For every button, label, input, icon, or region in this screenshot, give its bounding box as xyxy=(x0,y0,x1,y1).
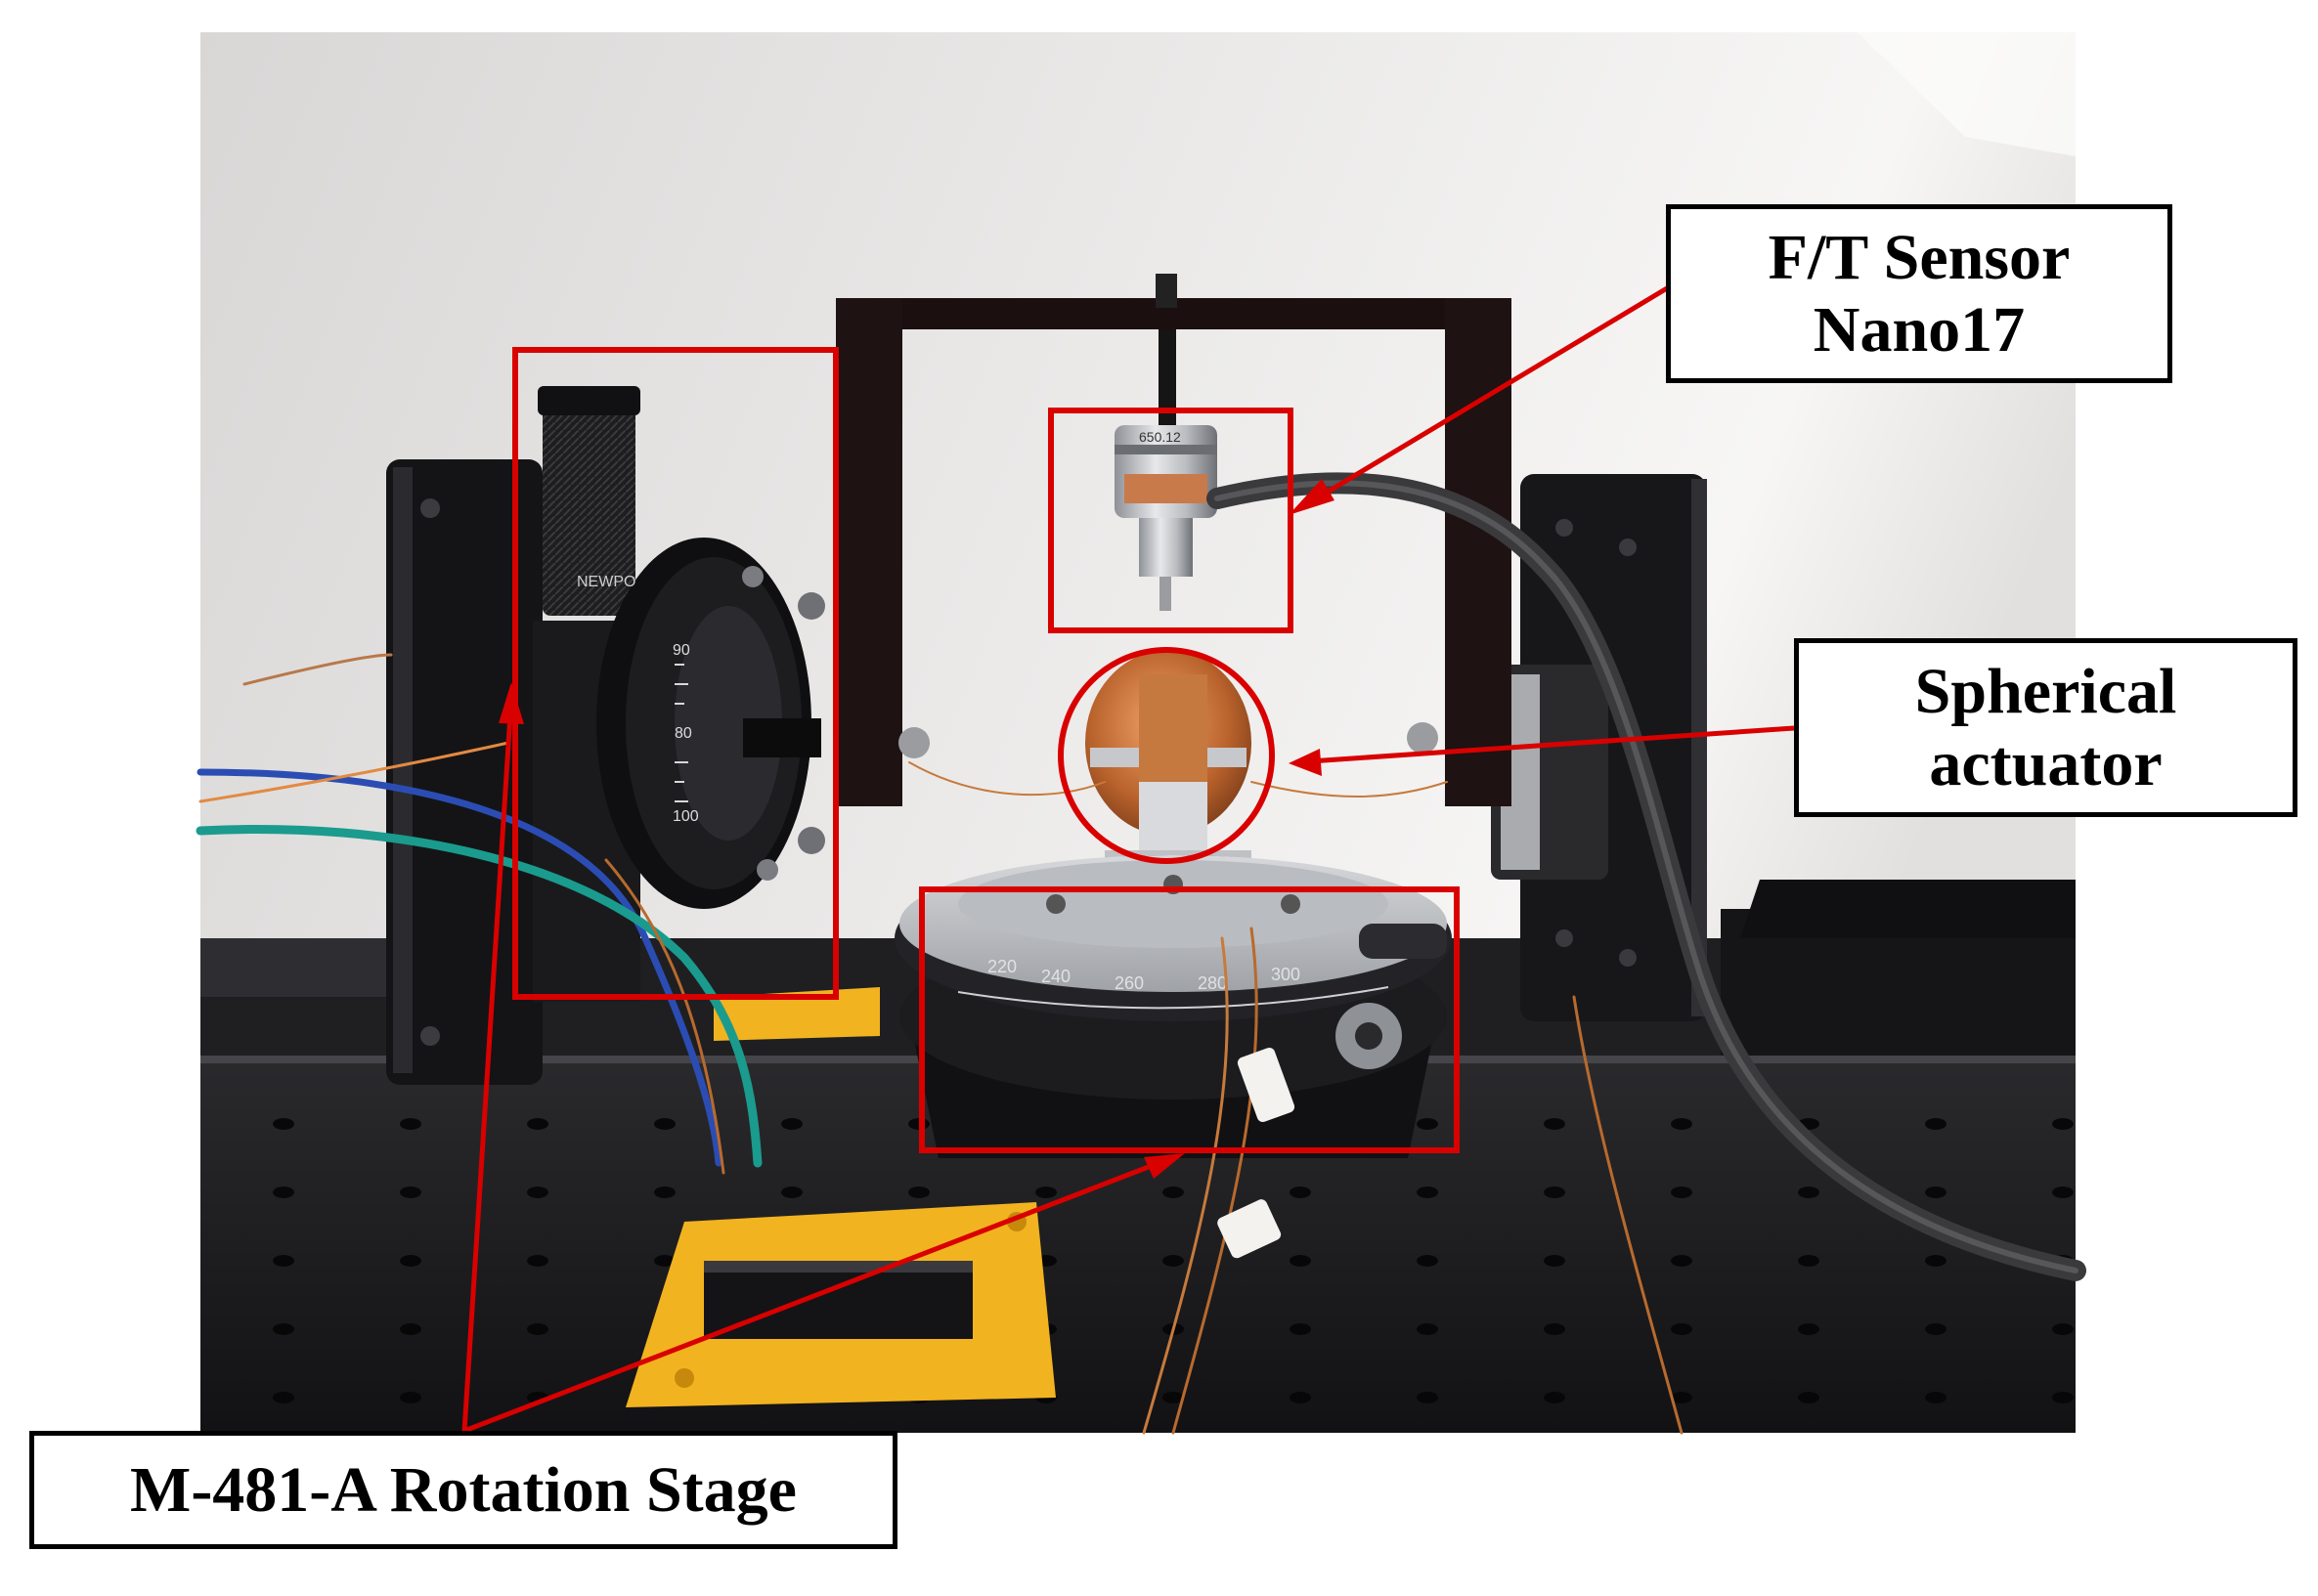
goniometer-tick-1: 90 xyxy=(673,642,690,659)
stage-arrowhead-b xyxy=(1144,1153,1185,1179)
stage-highlight-box xyxy=(919,886,1460,1153)
spherical-actuator-device xyxy=(1085,650,1251,889)
ft-sensor-label: F/T Sensor Nano17 xyxy=(1666,204,2172,383)
stage-arrowhead-a xyxy=(499,682,524,724)
stage-tick-5: 300 xyxy=(1271,965,1300,984)
annotation-overlay xyxy=(461,282,1795,1434)
stage-tick-1: 220 xyxy=(987,957,1017,976)
rotation-stage-label-text: M-481-A Rotation Stage xyxy=(130,1453,797,1526)
arrow-heads xyxy=(499,479,1334,1179)
rotation-stage-device: 220 240 260 280 300 xyxy=(895,855,1452,1158)
wire-bundle xyxy=(196,653,1684,1435)
spherical-actuator-label: Spherical actuator xyxy=(1794,638,2297,817)
ft-sensor-arrow-line xyxy=(1298,282,1674,511)
stage-arrow-line-b xyxy=(463,1155,1172,1434)
stage-tick-2: 240 xyxy=(1041,967,1071,986)
goniometer-highlight-box xyxy=(512,347,839,1000)
left-mount-plate xyxy=(386,459,543,1085)
rotation-stage-label: M-481-A Rotation Stage xyxy=(29,1431,897,1549)
sensor-marking: 650.12 xyxy=(1139,429,1181,445)
ft-sensor-highlight-box xyxy=(1048,408,1293,633)
ft-sensor-device: 650.12 xyxy=(1115,425,2086,1281)
ft-sensor-label-line2: Nano17 xyxy=(1813,293,2026,366)
stage-arrow-line-a xyxy=(461,698,514,1432)
yellow-board xyxy=(626,987,1056,1407)
spherical-actuator-label-line1: Spherical xyxy=(1914,655,2177,727)
actuator-arrow-line xyxy=(1294,725,1795,765)
brand-marking: NEWPO xyxy=(577,574,635,590)
goniometer-tick-2: 80 xyxy=(675,725,692,742)
stage-tick-4: 280 xyxy=(1198,973,1227,993)
stage-tick-3: 260 xyxy=(1115,973,1144,993)
ft-sensor-label-line1: F/T Sensor xyxy=(1768,221,2071,293)
actuator-highlight-circle xyxy=(1058,647,1275,864)
goniometer-stage: NEWPO 90 80 100 xyxy=(533,386,825,1002)
top-frame xyxy=(836,274,1511,806)
actuator-arrowhead xyxy=(1289,749,1322,776)
spherical-actuator-label-line2: actuator xyxy=(1929,727,2163,799)
goniometer-tick-3: 100 xyxy=(673,808,699,825)
ft-sensor-arrowhead xyxy=(1289,479,1334,515)
